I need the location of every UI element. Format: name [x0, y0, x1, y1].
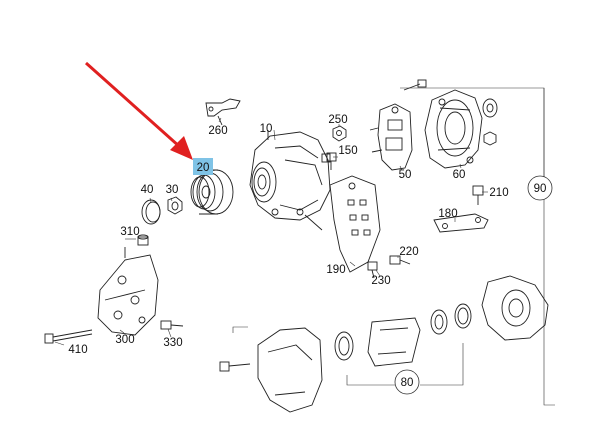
callout-90[interactable]: 90: [527, 175, 553, 201]
part-300-mount: [97, 247, 159, 336]
group-bracket-90: [400, 87, 555, 406]
part-20-pulley: [190, 169, 234, 215]
label-150[interactable]: 150: [338, 145, 357, 157]
label-220[interactable]: 220: [399, 246, 418, 258]
label-180[interactable]: 180: [438, 208, 457, 220]
part-40-cap: [141, 199, 161, 225]
part-190-bracket: [329, 175, 381, 273]
label-60[interactable]: 60: [453, 169, 466, 181]
part-small-bearing: [482, 98, 498, 118]
part-330-bolt: [160, 320, 184, 330]
leader-lines: [54, 117, 488, 346]
label-260[interactable]: 260: [208, 125, 227, 137]
label-250[interactable]: 250: [328, 114, 347, 126]
label-410[interactable]: 410: [68, 344, 87, 356]
part-220-screw: [389, 255, 411, 265]
label-10[interactable]: 10: [260, 123, 273, 135]
part-lower-cover: [257, 327, 323, 413]
label-230[interactable]: 230: [371, 275, 390, 287]
label-300[interactable]: 300: [115, 334, 134, 346]
part-260-clip: [205, 98, 241, 126]
label-90: 90: [534, 183, 547, 195]
part-210-screw: [472, 185, 484, 205]
part-230-screw: [367, 261, 378, 279]
part-30-nut: [167, 196, 183, 215]
highlight-box-20: [193, 158, 213, 175]
part-lower-bearing-left: [334, 331, 354, 361]
label-330[interactable]: 330: [163, 337, 182, 349]
label-210[interactable]: 210: [489, 187, 508, 199]
part-310-bushing: [137, 234, 149, 246]
part-lower-stator: [367, 317, 421, 367]
label-20[interactable]: 20: [197, 162, 210, 174]
pointer-arrow: [85, 61, 193, 160]
label-80: 80: [401, 377, 414, 389]
label-310[interactable]: 310: [120, 226, 139, 238]
part-lower-bolt: [219, 361, 251, 372]
part-180-brushholder: [433, 213, 489, 233]
group-bracket-80: [232, 326, 464, 386]
label-50[interactable]: 50: [399, 169, 412, 181]
part-410-bolt: [44, 329, 93, 344]
label-30[interactable]: 30: [166, 184, 179, 196]
part-250-nut: [332, 125, 347, 142]
part-top-screw: [403, 79, 427, 91]
callout-80[interactable]: 80: [394, 369, 420, 395]
part-lower-bearing-right: [454, 303, 472, 329]
part-50-regulator: [369, 103, 413, 171]
part-60-endframe: [424, 89, 483, 169]
part-small-nut: [483, 131, 497, 146]
label-190[interactable]: 190: [326, 264, 345, 276]
part-10-alternator: [249, 130, 331, 231]
label-40[interactable]: 40: [141, 184, 154, 196]
part-lower-bearing-mid: [430, 309, 448, 335]
part-lower-endframe: [481, 275, 549, 341]
